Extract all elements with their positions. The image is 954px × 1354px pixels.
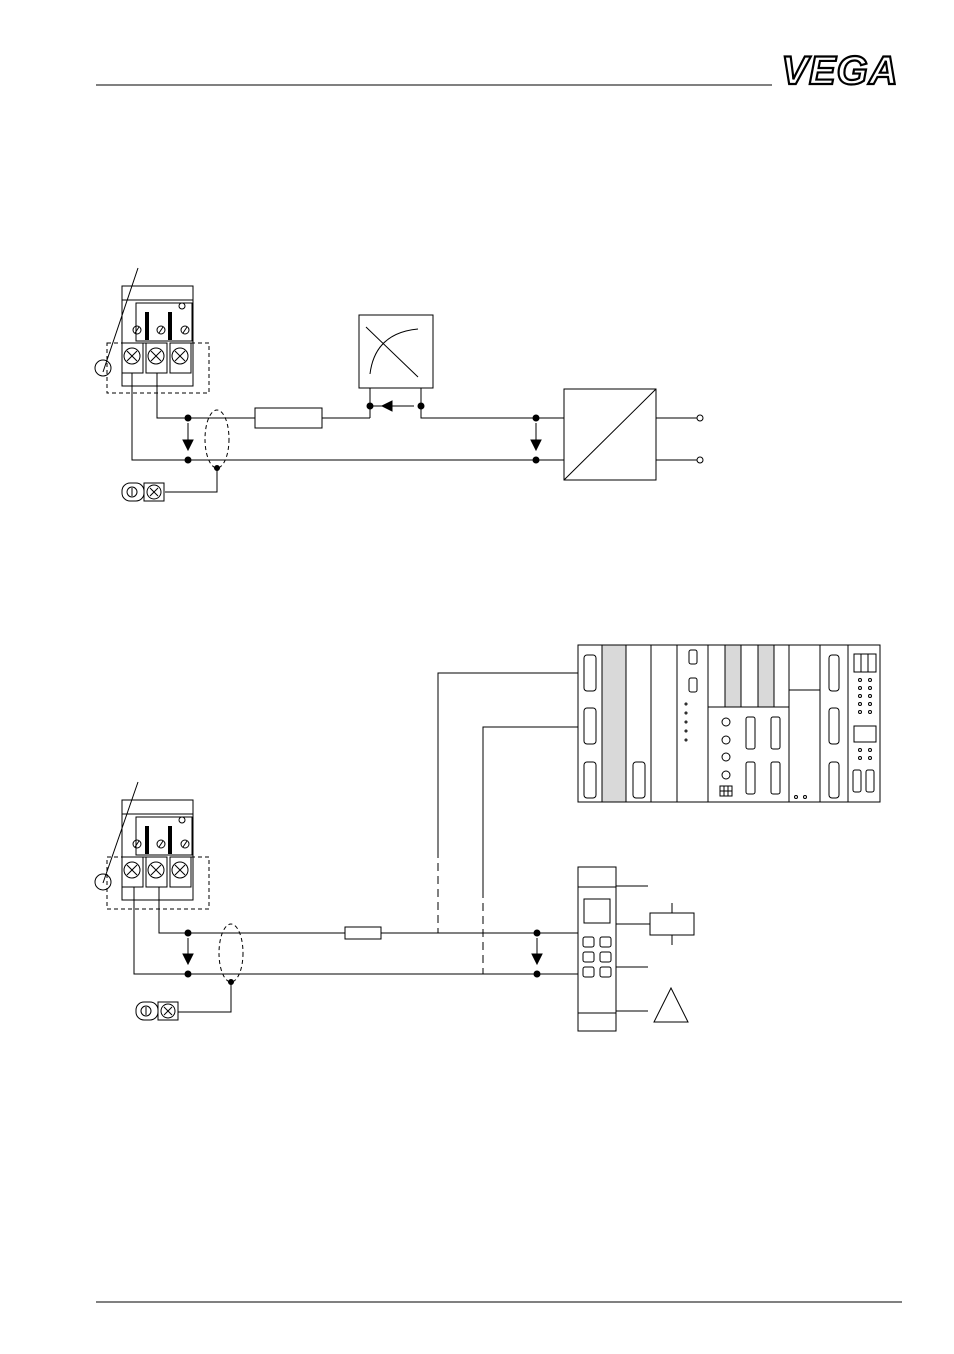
ground-terminal <box>122 483 164 501</box>
terminal-screw <box>170 817 191 887</box>
sensor-terminal-block <box>95 286 209 393</box>
arrow-down-icon <box>183 954 193 964</box>
output-terminal <box>697 415 703 421</box>
warning-triangle <box>654 988 688 1022</box>
vega-logo: VEGA <box>781 49 898 93</box>
analog-meter <box>359 315 433 388</box>
terminal-screw <box>146 840 167 887</box>
return-wire <box>134 887 578 974</box>
cable-shield <box>205 410 229 468</box>
output-terminal <box>697 457 703 463</box>
sensor-terminal-block <box>95 800 209 909</box>
din-rail-controller <box>578 867 616 1031</box>
wiring-diagram-1 <box>95 268 703 501</box>
arrow-down-icon <box>531 440 541 450</box>
gauge-icon <box>95 360 111 376</box>
wiring-diagram-2 <box>95 645 880 1031</box>
arrow-down-icon <box>183 440 193 450</box>
resistor <box>255 408 322 428</box>
vega-logo-text: VEGA <box>781 49 898 93</box>
terminal-screw <box>122 326 143 373</box>
terminal-screw <box>122 840 143 887</box>
terminal-screw <box>146 326 167 373</box>
resistor <box>345 927 381 939</box>
pointer-line <box>103 782 138 883</box>
plc-rack <box>578 645 880 802</box>
signal-wire <box>159 887 345 933</box>
terminal-screw <box>170 303 191 373</box>
signal-converter <box>564 389 656 480</box>
arrow-down-icon <box>532 954 542 964</box>
ground-terminal <box>136 1002 178 1020</box>
signal-wire <box>157 373 255 418</box>
arrow-icon <box>382 401 392 411</box>
relay <box>650 903 694 945</box>
return-wire <box>132 373 564 460</box>
